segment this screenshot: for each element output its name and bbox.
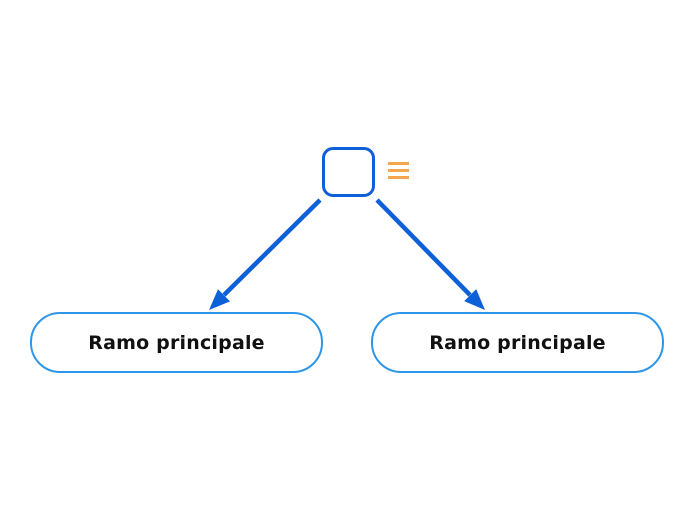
connector-left-arrowhead-icon — [209, 289, 230, 310]
branch-node-left[interactable]: Ramo principale — [30, 312, 323, 373]
hamburger-bar — [388, 176, 409, 179]
connector-left-line — [222, 198, 322, 297]
hamburger-bar — [388, 162, 409, 165]
branch-label: Ramo principale — [429, 331, 606, 354]
branch-label: Ramo principale — [88, 331, 265, 354]
connector-right-line — [375, 198, 472, 297]
hamburger-icon[interactable] — [388, 162, 409, 179]
root-topic-node[interactable] — [322, 147, 375, 197]
branch-node-right[interactable]: Ramo principale — [371, 312, 664, 373]
hamburger-bar — [388, 169, 409, 172]
connector-right-arrowhead-icon — [464, 289, 485, 310]
